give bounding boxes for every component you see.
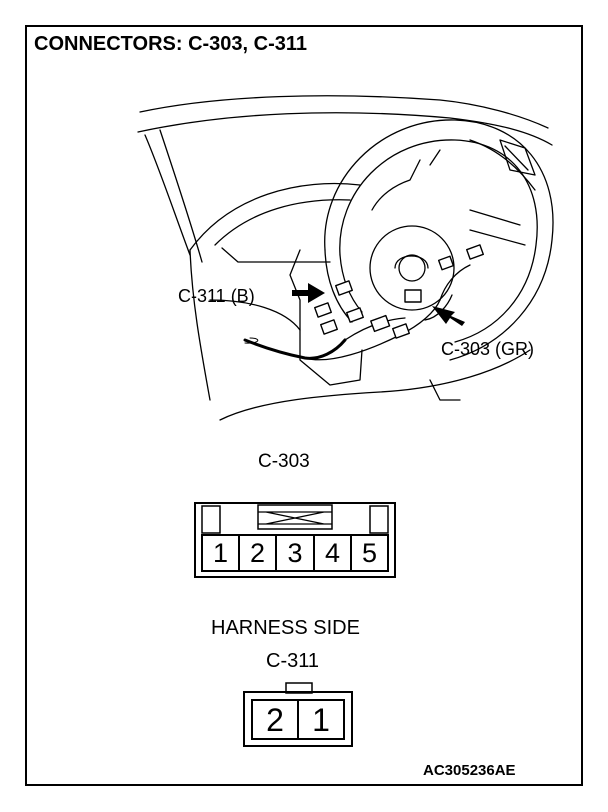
- c311-callout-label: C-311 (B): [178, 286, 255, 306]
- c303-pin: 4: [324, 538, 341, 568]
- c303-pin: 3: [287, 538, 303, 568]
- c303-pin: 1: [212, 538, 229, 568]
- figure-code: AC305236AE: [423, 762, 516, 779]
- diagram-frame: [25, 25, 583, 786]
- c311-pin: 2: [266, 702, 284, 738]
- c303-callout-label: C-303 (GR): [441, 339, 535, 359]
- diagram-title: CONNECTORS: C-303, C-311: [34, 33, 308, 55]
- c311-connector-title: C-311: [266, 650, 319, 672]
- c303-pin: 5: [361, 538, 378, 568]
- c303-connector-title: C-303: [258, 451, 310, 472]
- c303-pin: 2: [249, 538, 266, 568]
- c311-pin: 1: [312, 702, 330, 738]
- harness-side-label: HARNESS SIDE: [211, 617, 360, 639]
